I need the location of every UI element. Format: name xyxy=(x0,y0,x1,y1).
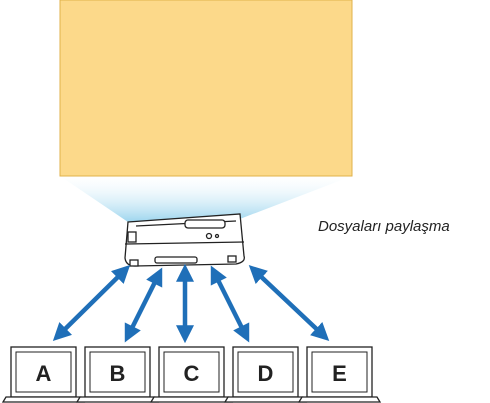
arrow-b xyxy=(124,267,163,343)
laptop-c: C xyxy=(149,346,234,403)
projection-beam xyxy=(60,176,352,222)
laptop-b: B xyxy=(75,346,160,403)
arrow-a xyxy=(52,264,131,342)
laptop-label-b: B xyxy=(110,361,126,386)
projector xyxy=(124,213,245,267)
laptop-d: D xyxy=(223,346,308,403)
connection-arrows xyxy=(52,263,330,344)
laptop-e: E xyxy=(297,346,382,403)
caption-sharing-files: Dosyaları paylaşma xyxy=(318,218,450,235)
laptop-label-c: C xyxy=(184,361,200,386)
laptop-label-e: E xyxy=(332,361,347,386)
projection-screen xyxy=(59,0,353,177)
arrow-e xyxy=(248,265,330,341)
laptop-label-a: A xyxy=(36,361,52,386)
arrow-d xyxy=(210,265,250,343)
laptop-label-d: D xyxy=(258,361,274,386)
laptop-a: A xyxy=(1,346,86,403)
